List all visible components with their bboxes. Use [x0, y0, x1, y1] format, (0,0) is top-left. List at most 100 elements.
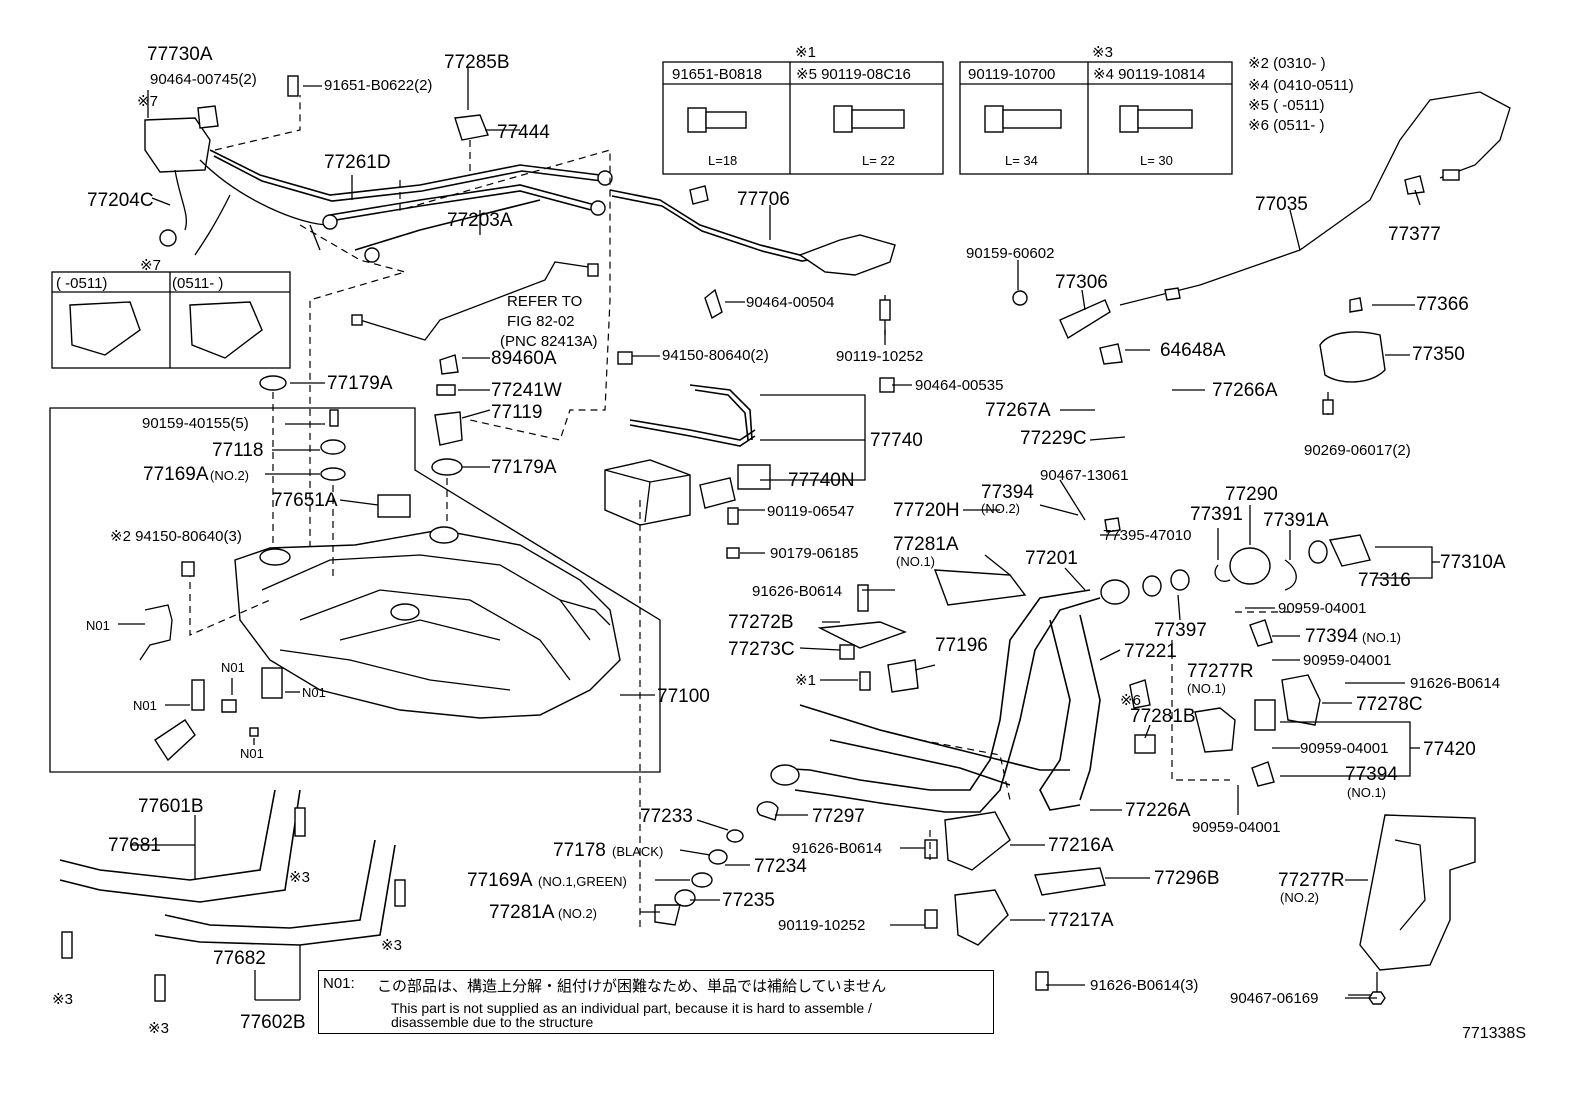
label-77394-no1a-sub: (NO.1) — [1362, 630, 1401, 645]
label-77281A-no2: 77281A — [489, 902, 555, 923]
note-code: N01: — [323, 975, 355, 992]
label-90467-13061: 90467-13061 — [1040, 467, 1128, 484]
label-77234: 77234 — [754, 856, 807, 877]
label-77169A-no1-sub: (NO.1,GREEN) — [538, 874, 627, 889]
label-77272B: 77272B — [728, 612, 794, 633]
label-77178-sub: (BLACK) — [612, 844, 663, 859]
label-star3-b: ※3 — [381, 937, 402, 954]
n01-parts — [139, 604, 283, 762]
label-77366: 77366 — [1416, 294, 1469, 315]
part-number-labels: 77730A 90464-00745(2) 91651-B0622(2) 772… — [52, 44, 1506, 1037]
label-star3-d: ※3 — [148, 1020, 169, 1037]
label-77350: 77350 — [1412, 344, 1465, 365]
range-2: ※2 (0310- ) — [1248, 55, 1326, 72]
label-77420: 77420 — [1423, 739, 1476, 760]
inset-range-a: ( -0511) — [56, 275, 107, 292]
label-77100: 77100 — [657, 686, 710, 707]
leader-lines — [118, 68, 1440, 1001]
label-77651A: 77651A — [272, 490, 338, 511]
bolt-table-1 — [662, 61, 944, 175]
fuel-filter-group — [1104, 517, 1321, 787]
filler-protector — [1359, 814, 1476, 1005]
label-77169A-no1: 77169A — [467, 870, 533, 891]
label-94150-80640-3: ※2 94150-80640(3) — [110, 528, 242, 545]
label-star3-c: ※3 — [52, 991, 73, 1008]
fuel-tank-box — [49, 407, 661, 773]
filler-pipe — [770, 534, 1371, 813]
refer-line-1: REFER TO — [507, 293, 582, 310]
label-77178: 77178 — [553, 840, 606, 861]
label-77706: 77706 — [737, 189, 790, 210]
label-77216A: 77216A — [1048, 835, 1114, 856]
label-n01-b: N01 — [221, 660, 245, 675]
bolt-table-text: ※1 91651-B0818 ※5 90119-08C16 L=18 L= 22… — [672, 44, 1354, 168]
label-90464-00535: 90464-00535 — [915, 377, 1003, 394]
label-77601B: 77601B — [138, 796, 204, 817]
label-77444: 77444 — [497, 122, 550, 143]
label-90959-04001-c: 90959-04001 — [1300, 740, 1388, 757]
label-77169A-no2-sub: (NO.2) — [210, 468, 249, 483]
vent-pipe-group — [609, 185, 896, 335]
range-4: ※4 (0410-0511) — [1248, 77, 1354, 94]
refer-line-3: (PNC 82413A) — [500, 333, 598, 350]
label-77720H: 77720H — [893, 500, 960, 521]
label-77281A-no1-sub: (NO.1) — [896, 554, 935, 569]
label-90119-06547: 90119-06547 — [767, 503, 854, 520]
label-77217A: 77217A — [1048, 910, 1114, 931]
inset-range-b: (0511- ) — [172, 275, 223, 292]
label-77233: 77233 — [640, 806, 693, 827]
label-77241W: 77241W — [491, 380, 562, 401]
bolt-table-1-col2: ※5 90119-08C16 — [796, 66, 911, 83]
label-90119-10252-top: 90119-10252 — [836, 348, 923, 365]
bolt-table-2-len1: L= 34 — [1005, 153, 1038, 168]
label-90179-06185: 90179-06185 — [770, 545, 858, 562]
label-77391: 77391 — [1190, 504, 1243, 525]
label-77203A: 77203A — [447, 210, 513, 231]
label-77267A: 77267A — [985, 400, 1051, 421]
note-english-line-2: disassemble due to the structure — [391, 1014, 594, 1030]
label-90464-00504: 90464-00504 — [746, 294, 834, 311]
label-n01-e: N01 — [240, 746, 264, 761]
label-64648A: 64648A — [1160, 340, 1226, 361]
bolt-table-2-len2: L= 30 — [1140, 153, 1173, 168]
label-91651-B0622: 91651-B0622(2) — [324, 77, 432, 94]
range-6: ※6 (0511- ) — [1248, 117, 1325, 134]
label-90959-04001-d: 90959-04001 — [1192, 819, 1280, 836]
label-91626-B0614-b: 91626-B0614 — [1410, 675, 1500, 692]
label-77394-no1b-sub: (NO.1) — [1347, 785, 1386, 800]
label-77730A: 77730A — [147, 44, 213, 65]
bolt-table-1-len1: L=18 — [708, 153, 737, 168]
label-90269-06017: 90269-06017(2) — [1304, 442, 1411, 459]
label-77281A-no1: 77281A — [893, 534, 959, 555]
diagram-id: 771338S — [1461, 1025, 1526, 1042]
label-77316: 77316 — [1358, 570, 1411, 591]
label-90959-04001-a: 90959-04001 — [1278, 600, 1366, 617]
label-star6: ※6 — [1120, 692, 1141, 709]
label-77602B: 77602B — [240, 1012, 306, 1033]
label-77290: 77290 — [1225, 484, 1278, 505]
label-91626-B0614-3: 91626-B0614(3) — [1090, 977, 1198, 994]
bolt-table-2-col2: ※4 90119-10814 — [1093, 66, 1205, 83]
refer-line-2: FIG 82-02 — [507, 313, 575, 330]
label-77235: 77235 — [722, 890, 775, 911]
label-77310A: 77310A — [1440, 552, 1506, 573]
label-77277R-no2: 77277R — [1278, 870, 1345, 891]
label-77119: 77119 — [491, 402, 542, 423]
label-77394-no2-sub: (NO.2) — [981, 501, 1020, 516]
label-94150-80640-2: 94150-80640(2) — [662, 347, 769, 364]
label-star1: ※1 — [795, 672, 816, 689]
label-91626-B0614-c: 91626-B0614 — [792, 840, 882, 857]
label-77391A: 77391A — [1263, 510, 1329, 531]
label-n01-d: N01 — [302, 685, 326, 700]
canister-group — [144, 75, 613, 580]
n01-note-box: N01: この部品は、構造上分解・組付けが困難なため、単品では補給していません … — [318, 970, 994, 1034]
label-77394-no2: 77394 — [981, 482, 1034, 503]
label-77179A-top: 77179A — [327, 373, 393, 394]
label-77297: 77297 — [812, 806, 865, 827]
label-77740: 77740 — [870, 430, 923, 451]
range-5: ※5 ( -0511) — [1248, 97, 1325, 114]
label-90464-00745: 90464-00745(2) — [150, 71, 257, 88]
tank-straps — [59, 789, 406, 1002]
bolt-table-2-col1: 90119-10700 — [968, 66, 1055, 83]
label-77377: 77377 — [1388, 224, 1441, 245]
